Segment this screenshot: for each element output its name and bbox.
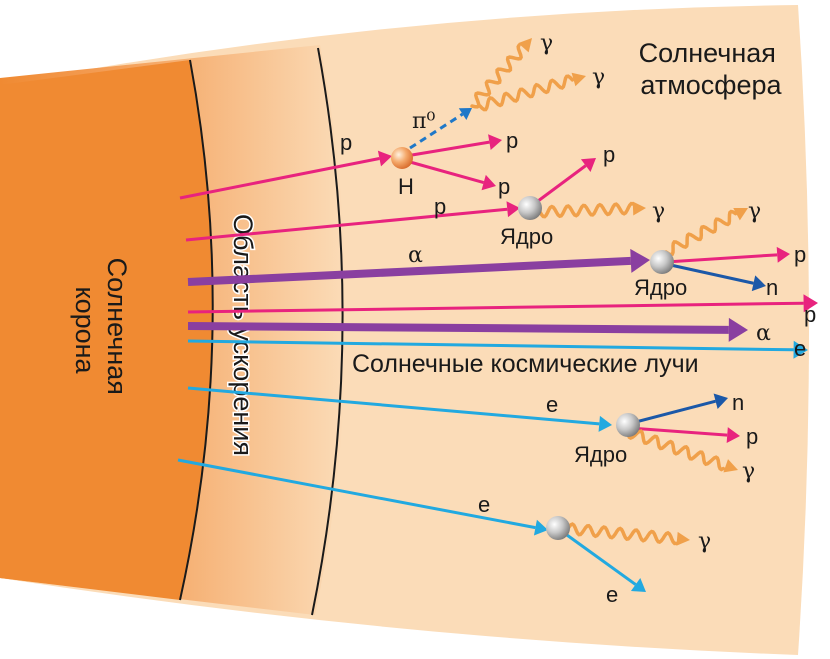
proton-label-2: p xyxy=(506,128,518,153)
proton-label-3: p xyxy=(498,174,510,199)
nucleus-1 xyxy=(518,196,542,220)
hydrogen-proton-out-1 xyxy=(411,134,502,157)
nucleus-label-1: Ядро xyxy=(500,224,553,249)
gamma-label-3: γ xyxy=(652,199,665,224)
nucleus-label-2: Ядро xyxy=(634,275,687,300)
proton-beam-1 xyxy=(179,150,392,200)
pion-arrow xyxy=(409,108,472,150)
proton-label-5: p xyxy=(603,142,615,167)
nucleus2-neutron-out xyxy=(665,262,766,292)
alpha-label-2: α xyxy=(756,321,771,346)
proton-beam-3 xyxy=(187,294,818,314)
gamma-label-6: γ xyxy=(698,529,711,554)
nucleus1-proton-out xyxy=(533,158,596,206)
atmosphere-label-line1: Солнечная xyxy=(639,38,776,68)
nucleus-4 xyxy=(546,516,570,540)
gamma-label-4: γ xyxy=(748,199,761,224)
neutron-label-1: n xyxy=(766,275,778,300)
atmosphere-label-line2: атмосфера xyxy=(640,70,782,100)
gamma-pion-1 xyxy=(470,38,532,109)
proton-label-7: p xyxy=(804,302,816,327)
gamma-pion-2 xyxy=(478,72,586,112)
proton-beam-2 xyxy=(185,201,520,242)
proton-label-1: p xyxy=(340,130,352,155)
electron-label-1: e xyxy=(794,336,806,361)
acceleration-label: Область ускорения xyxy=(228,214,258,456)
nucleus2-proton-out xyxy=(665,246,790,264)
alpha-beam-2 xyxy=(187,317,748,342)
nucleus-3 xyxy=(616,413,640,437)
electron-label-2: e xyxy=(546,392,558,417)
nucleus3-proton-out xyxy=(629,426,740,444)
cosmic-rays-label: Солнечные космические лучи xyxy=(352,350,699,378)
nucleus-2 xyxy=(650,250,674,274)
gamma-label-5: γ xyxy=(742,459,755,484)
nucleus2-gamma xyxy=(664,207,748,257)
hydrogen-proton-out-2 xyxy=(409,160,496,191)
nucleus3-neutron-out xyxy=(627,393,728,426)
electron-beam-2 xyxy=(187,386,612,432)
electron-beam-1 xyxy=(187,339,808,359)
electron-beam-3 xyxy=(177,458,548,536)
gamma-waves xyxy=(470,38,748,546)
hydrogen-atom xyxy=(391,147,413,169)
corona-label-line2: корона xyxy=(70,286,100,374)
nucleus3-gamma xyxy=(626,429,738,473)
proton-label-4: p xyxy=(434,194,446,219)
nucleus4-gamma xyxy=(558,522,690,546)
nucleus-label-3: Ядро xyxy=(574,442,627,467)
particle-arrows xyxy=(177,108,818,592)
proton-label-6: p xyxy=(794,242,806,267)
pion-label: π⁰ xyxy=(412,109,435,134)
nucleus4-electron-out xyxy=(559,528,646,592)
corona-label: Солнечная корона xyxy=(70,258,132,403)
alpha-label-1: α xyxy=(408,243,423,268)
electron-label-4: e xyxy=(606,582,618,607)
particle-nuclei xyxy=(391,147,674,540)
gamma-label-1: γ xyxy=(540,31,553,56)
corona-label-line1: Солнечная xyxy=(102,258,132,395)
neutron-label-2: n xyxy=(732,390,744,415)
atmosphere-label: Солнечная атмосфера xyxy=(639,38,784,100)
nucleus1-gamma xyxy=(538,201,646,219)
electron-label-3: e xyxy=(478,492,490,517)
hydrogen-label: H xyxy=(398,174,414,199)
proton-label-8: p xyxy=(746,424,758,449)
alpha-beam-1 xyxy=(187,248,650,286)
corona-region xyxy=(0,60,213,600)
gamma-label-2: γ xyxy=(592,65,605,90)
